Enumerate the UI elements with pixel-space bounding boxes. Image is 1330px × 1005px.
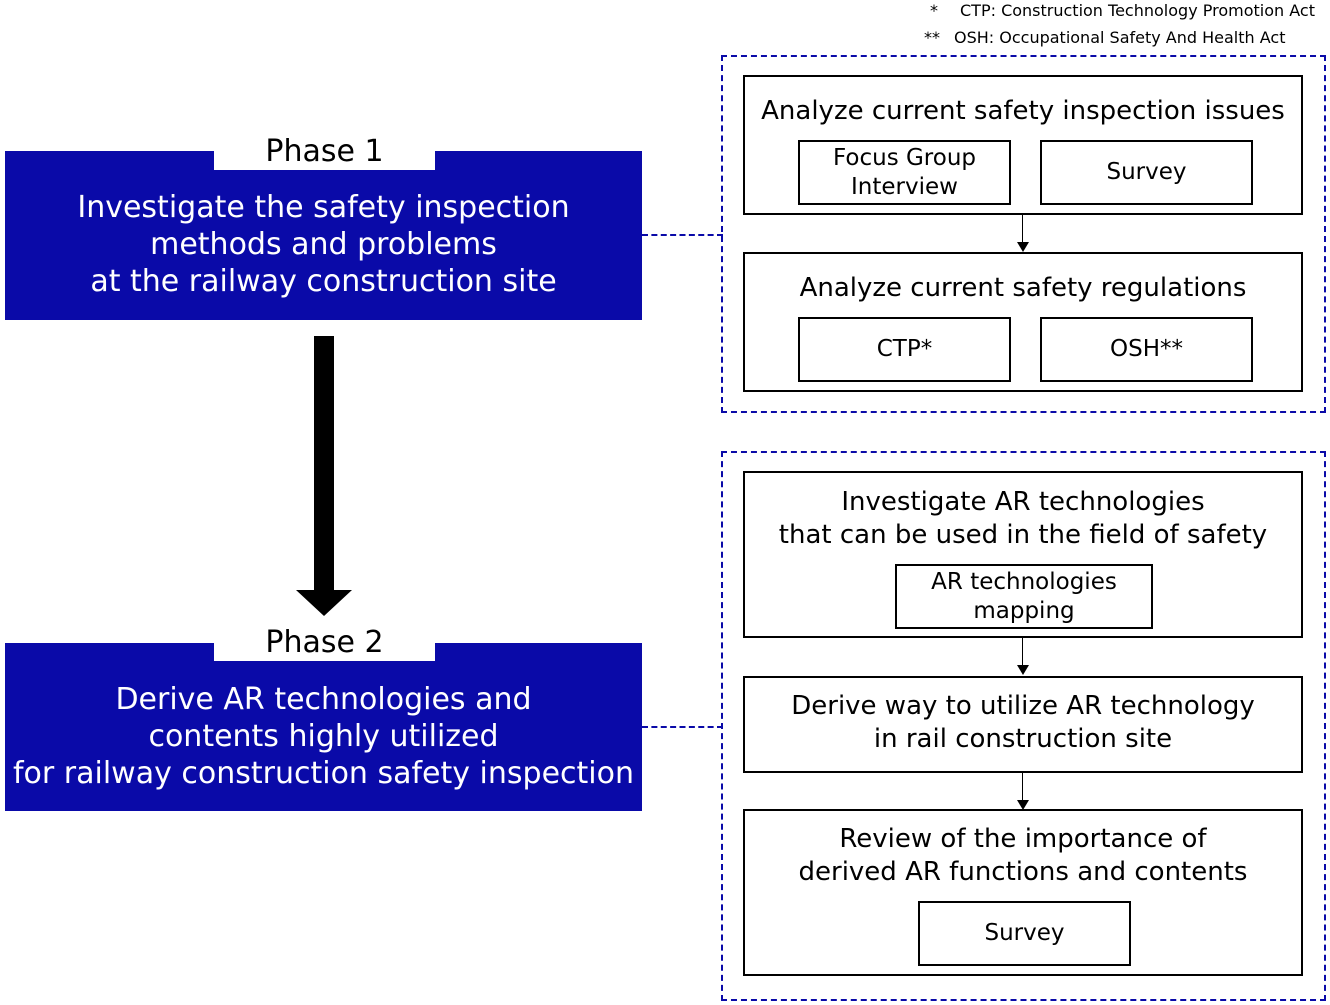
phase2-line: contents highly utilized	[148, 718, 499, 754]
item-line: Interview	[851, 173, 958, 200]
footnote-osh: ** OSH: Occupational Safety And Health Ac…	[924, 28, 1285, 48]
phase2-detail-group	[721, 451, 1326, 1001]
item-line: Focus Group	[832, 144, 977, 171]
item-survey: Survey	[918, 901, 1131, 966]
flow-arrowhead	[1017, 800, 1029, 810]
item-line: AR technologies	[931, 568, 1117, 595]
item-focus-group-interview: Focus Group Interview	[798, 140, 1011, 205]
item-ctp: CTP*	[798, 317, 1011, 382]
step-title-line: that can be used in the field of safety	[778, 520, 1268, 550]
footnote-marker: **	[924, 28, 940, 47]
step-title-line: Analyze current safety inspection issues	[761, 96, 1285, 126]
step-title: Review of the importance of derived AR f…	[745, 823, 1301, 889]
step-review-ar-importance: Review of the importance of derived AR f…	[743, 809, 1303, 976]
flow-connector	[1022, 215, 1023, 243]
step-investigate-ar-technologies: Investigate AR technologies that can be …	[743, 471, 1303, 638]
phase-arrow-shaft	[314, 336, 334, 592]
step-analyze-safety-regulations: Analyze current safety regulations CTP* …	[743, 252, 1303, 392]
flow-connector	[1022, 773, 1023, 801]
step-title: Investigate AR technologies that can be …	[745, 486, 1301, 552]
step-title: Analyze current safety regulations	[745, 272, 1301, 305]
step-title-line: Review of the importance of	[839, 824, 1207, 854]
flow-arrowhead	[1017, 242, 1029, 252]
phase2-connector	[642, 726, 723, 728]
footnote-marker: *	[930, 1, 938, 20]
phase1-connector	[642, 234, 723, 236]
item-ar-technologies-mapping: AR technologies mapping	[895, 564, 1153, 629]
item-line: Survey	[984, 920, 1065, 946]
step-title: Derive way to utilize AR technology in r…	[745, 690, 1301, 756]
step-analyze-inspection-issues: Analyze current safety inspection issues…	[743, 75, 1303, 215]
phase1-detail-group	[721, 55, 1326, 413]
phase2-line: Derive AR technologies and	[115, 681, 532, 717]
phase-arrow-head	[296, 590, 352, 616]
footnote-text: CTP: Construction Technology Promotion A…	[960, 1, 1315, 20]
step-title-line: in rail construction site	[873, 724, 1173, 754]
step-title-line: Analyze current safety regulations	[799, 273, 1247, 303]
step-title-line: derived AR functions and contents	[798, 857, 1248, 887]
phase1-line: methods and problems	[150, 227, 497, 262]
phase1-box: Investigate the safety inspection method…	[5, 151, 642, 320]
phase1-label: Phase 1	[214, 134, 435, 170]
item-line: CTP*	[876, 336, 933, 362]
phase2-label: Phase 2	[214, 625, 435, 661]
phase-arrow	[296, 336, 352, 616]
item-osh: OSH**	[1040, 317, 1253, 382]
step-derive-ar-utilization: Derive way to utilize AR technology in r…	[743, 676, 1303, 773]
step-title-line: Investigate AR technologies	[841, 487, 1205, 517]
step-title: Analyze current safety inspection issues	[745, 95, 1301, 128]
item-line: mapping	[973, 597, 1075, 624]
item-line: Survey	[1106, 159, 1187, 185]
footnote-text: OSH: Occupational Safety And Health Act	[954, 28, 1286, 47]
phase2-box: Derive AR technologies and contents high…	[5, 643, 642, 811]
phase2-line: for railway construction safety inspecti…	[12, 755, 634, 791]
flow-connector	[1022, 638, 1023, 666]
step-title-line: Derive way to utilize AR technology	[791, 691, 1255, 721]
footnote-ctp: * CTP: Construction Technology Promotion …	[930, 1, 1315, 21]
phase1-line: at the railway construction site	[90, 264, 557, 299]
flow-arrowhead	[1017, 665, 1029, 675]
item-survey: Survey	[1040, 140, 1253, 205]
item-line: OSH**	[1110, 336, 1183, 362]
phase1-line: Investigate the safety inspection	[77, 190, 570, 225]
